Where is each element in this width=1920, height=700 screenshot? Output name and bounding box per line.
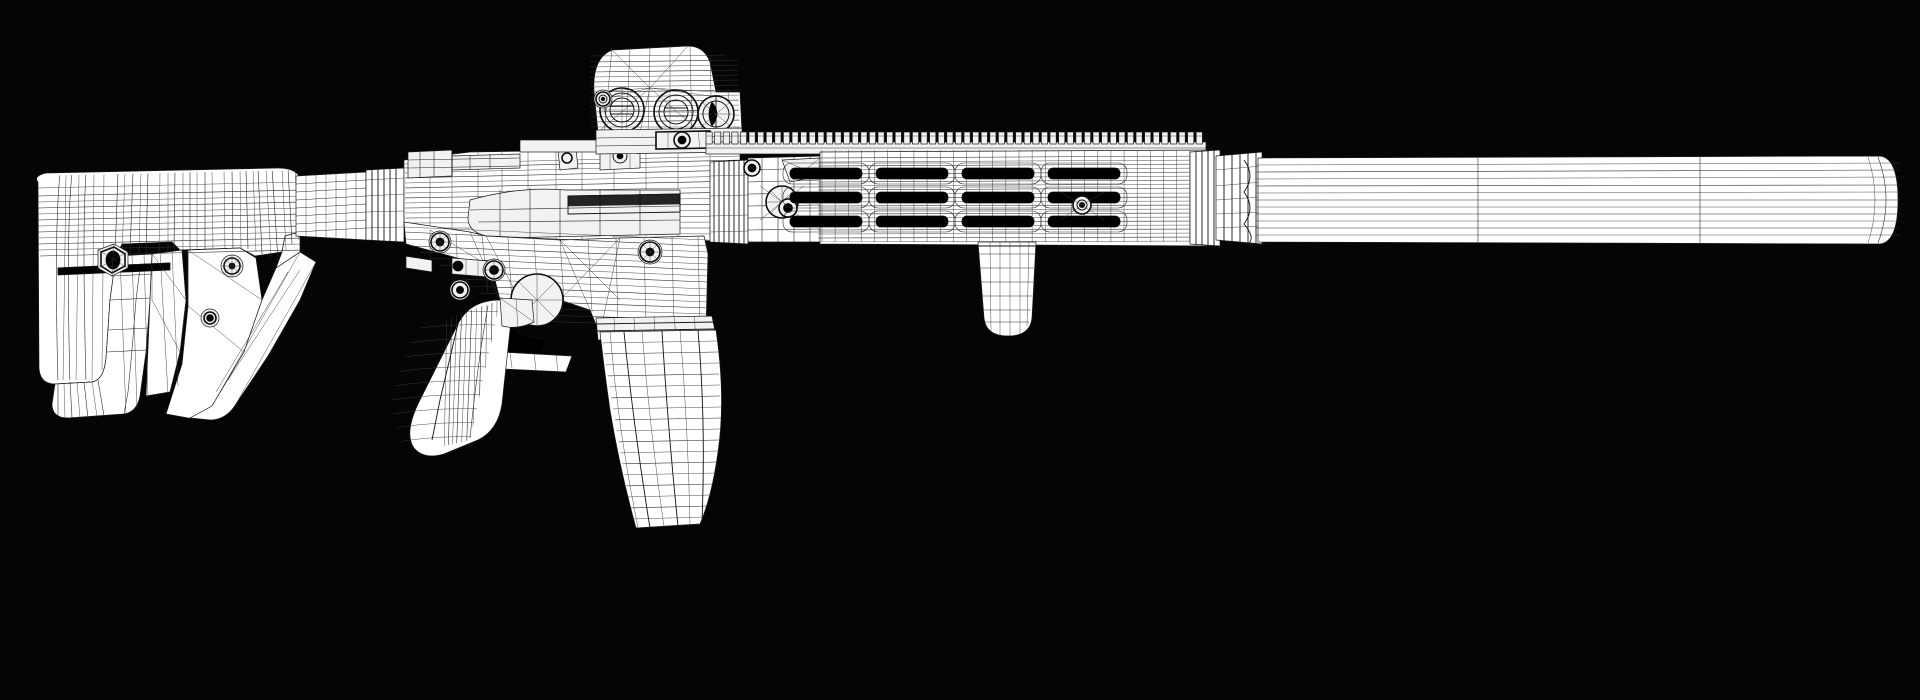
rail-tooth bbox=[1006, 131, 1014, 145]
mlok-slot bbox=[961, 167, 1035, 180]
rail-tooth bbox=[860, 131, 868, 145]
mlok-slot bbox=[875, 167, 949, 180]
stock-lock-pin bbox=[200, 308, 220, 328]
vertical-foregrip bbox=[978, 242, 1036, 336]
rail-tooth bbox=[714, 131, 722, 145]
rail-tooth bbox=[826, 131, 833, 145]
buttstock bbox=[37, 168, 316, 420]
rail-tooth bbox=[851, 131, 859, 145]
rail-tooth bbox=[998, 131, 1005, 145]
rail-tooth bbox=[1195, 131, 1203, 145]
rail-tooth bbox=[1127, 131, 1134, 145]
rail-tooth bbox=[817, 131, 825, 145]
rail-tooth bbox=[1058, 131, 1066, 145]
rail-tooth bbox=[1178, 131, 1186, 145]
rail-tooth bbox=[1135, 131, 1143, 145]
rail-tooth bbox=[955, 131, 962, 145]
windage-turret bbox=[593, 89, 613, 109]
rail-tooth bbox=[1015, 131, 1023, 145]
rail-tooth bbox=[929, 131, 937, 145]
rail-tooth bbox=[1066, 131, 1074, 145]
mlok-slot bbox=[875, 191, 949, 204]
rail-tooth bbox=[972, 131, 980, 145]
rail-tooth bbox=[920, 131, 928, 145]
rail-tooth bbox=[808, 131, 816, 145]
rail-tooth bbox=[705, 131, 713, 145]
suppressor-mount bbox=[1216, 152, 1262, 244]
mlok-slot-group bbox=[782, 162, 1128, 233]
rail-tooth bbox=[1144, 131, 1152, 145]
rail-tooth bbox=[774, 131, 782, 145]
handguard-screw bbox=[1059, 191, 1105, 221]
rail-tooth bbox=[989, 131, 997, 145]
emitter-lens bbox=[697, 95, 735, 133]
rail-tooth bbox=[1161, 131, 1169, 145]
rail-tooth bbox=[1101, 131, 1109, 145]
rail-tooth bbox=[980, 131, 988, 145]
rail-tooth bbox=[748, 131, 756, 145]
mlok-slot bbox=[1047, 167, 1121, 180]
mlok-slot bbox=[789, 191, 863, 204]
holographic-sight bbox=[589, 46, 744, 155]
optic-rail-mount bbox=[595, 127, 743, 155]
mlok-slot bbox=[789, 215, 863, 228]
rail-tooth bbox=[1152, 131, 1160, 145]
picatinny-rail bbox=[705, 131, 1207, 155]
castle-nut bbox=[366, 168, 404, 242]
rail-tooth bbox=[843, 131, 851, 145]
rail-tooth bbox=[722, 131, 730, 145]
rail-tooth bbox=[894, 131, 902, 145]
mlok-slot bbox=[875, 215, 949, 228]
rail-tooth bbox=[740, 131, 747, 145]
handguard bbox=[782, 150, 1220, 246]
safety-selector bbox=[451, 257, 506, 282]
takedown-pin-front bbox=[449, 279, 471, 301]
rail-tooth bbox=[869, 131, 876, 145]
rail-tooth bbox=[1041, 131, 1048, 145]
gas-block-screw-top bbox=[743, 159, 761, 177]
rail-tooth bbox=[1032, 131, 1040, 145]
rail-tooth bbox=[877, 131, 885, 145]
rail-teeth-group bbox=[705, 131, 1203, 145]
magazine bbox=[598, 330, 722, 528]
rail-tooth bbox=[783, 131, 790, 145]
rail-tooth bbox=[1092, 131, 1100, 145]
rail-tooth bbox=[791, 131, 799, 145]
charging-handle bbox=[407, 149, 521, 179]
mlok-slot bbox=[961, 191, 1035, 204]
stock-hinge-pin bbox=[220, 254, 244, 278]
rail-tooth bbox=[1049, 131, 1057, 145]
rail-tooth bbox=[1118, 131, 1126, 145]
rail-tooth bbox=[834, 131, 842, 145]
rail-tooth bbox=[937, 131, 945, 145]
rail-tooth bbox=[765, 131, 773, 145]
rail-tooth bbox=[1170, 131, 1177, 145]
suppressor bbox=[1216, 152, 1901, 244]
mlok-slot bbox=[961, 215, 1035, 228]
rail-tooth bbox=[903, 131, 911, 145]
rail-tooth bbox=[757, 131, 765, 145]
rail-tooth bbox=[1109, 131, 1117, 145]
upper-receiver bbox=[404, 139, 741, 244]
buffer-tube bbox=[296, 168, 404, 242]
rail-tooth bbox=[731, 131, 739, 145]
rail-tooth bbox=[912, 131, 919, 145]
rail-tooth bbox=[1075, 131, 1083, 145]
mag-release bbox=[637, 239, 663, 265]
mlok-slot bbox=[789, 167, 863, 180]
rail-tooth bbox=[1084, 131, 1091, 145]
rail-tooth bbox=[1023, 131, 1031, 145]
qd-sling-socket bbox=[97, 243, 129, 277]
rail-tooth bbox=[946, 131, 954, 145]
rail-tooth bbox=[963, 131, 971, 145]
rail-tooth bbox=[886, 131, 894, 145]
pistol-grip bbox=[391, 297, 535, 460]
takedown-pin-rear bbox=[428, 230, 452, 254]
rail-tooth bbox=[1187, 131, 1195, 145]
mlok-slot bbox=[1047, 215, 1121, 228]
barrel-nut bbox=[710, 160, 748, 244]
rail-tooth bbox=[800, 131, 808, 145]
